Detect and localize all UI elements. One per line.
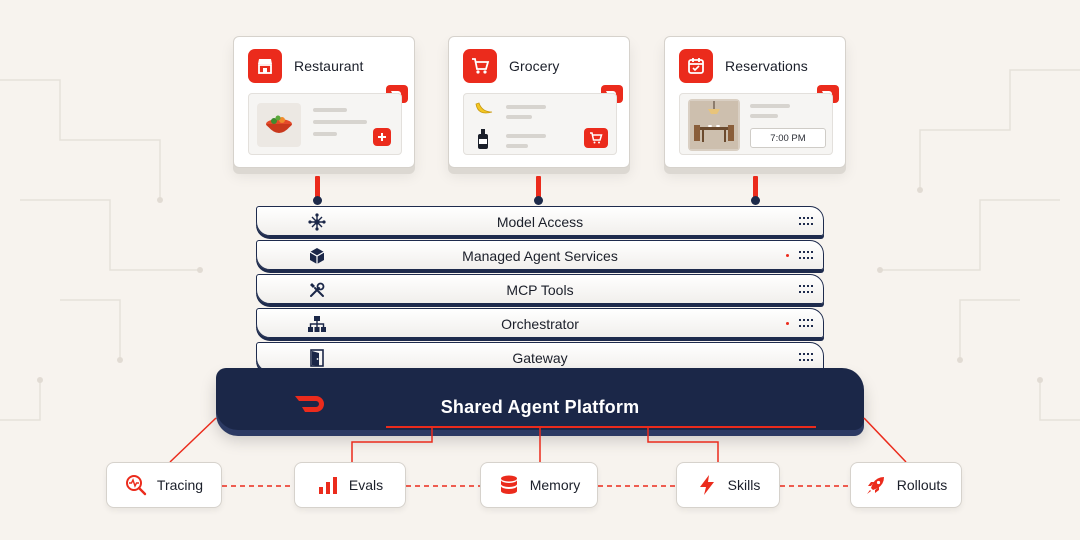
layer-mcp-tools[interactable]: MCP Tools: [256, 274, 824, 304]
vent-icon: [799, 217, 813, 225]
connector-grocery: [536, 176, 541, 198]
tools-icon: [307, 280, 327, 300]
service-rollouts[interactable]: Rollouts: [850, 462, 962, 508]
layer-label: Model Access: [496, 214, 584, 230]
app-title: Grocery: [509, 58, 560, 74]
service-tracing[interactable]: Tracing: [106, 462, 222, 508]
magnifier-pulse-icon: [125, 474, 147, 496]
connector-restaurant: [315, 176, 320, 198]
bottle-icon: [476, 128, 490, 155]
service-label: Tracing: [156, 477, 204, 493]
service-label: Rollouts: [896, 477, 948, 493]
reservation-time: 7:00 PM: [750, 128, 826, 148]
shopping-cart-icon: [463, 49, 497, 83]
layer-managed-agent-services[interactable]: Managed Agent Services: [256, 240, 824, 270]
layer-label: Gateway: [512, 350, 568, 366]
add-to-cart-button[interactable]: [373, 128, 391, 146]
dining-table-icon: [688, 99, 740, 151]
layer-gateway[interactable]: Gateway: [256, 342, 824, 372]
layer-label: Managed Agent Services: [462, 248, 618, 264]
database-icon: [498, 474, 520, 496]
food-bowl-icon: [257, 103, 301, 147]
service-skills[interactable]: Skills: [676, 462, 780, 508]
vent-icon: [799, 353, 813, 361]
layer-label: Orchestrator: [501, 316, 579, 332]
app-card-restaurant[interactable]: Restaurant: [233, 36, 415, 168]
cart-icon: [590, 132, 603, 144]
service-label: Skills: [727, 477, 761, 493]
service-memory[interactable]: Memory: [480, 462, 598, 508]
doordash-logo: [295, 396, 324, 412]
network-icon: [307, 212, 327, 232]
app-card-grocery[interactable]: Grocery: [448, 36, 630, 168]
layer-model-access[interactable]: Model Access: [256, 206, 824, 236]
lightning-icon: [696, 474, 718, 496]
platform-label: Shared Agent Platform: [440, 397, 640, 417]
status-led: [786, 322, 789, 325]
vent-icon: [799, 285, 813, 293]
service-label: Evals: [348, 477, 384, 493]
rocket-icon: [865, 474, 887, 496]
service-evals[interactable]: Evals: [294, 462, 406, 508]
service-label: Memory: [529, 477, 581, 493]
app-card-reservations[interactable]: Reservations 7:00 PM: [664, 36, 846, 168]
layer-orchestrator[interactable]: Orchestrator: [256, 308, 824, 338]
cart-button[interactable]: [584, 128, 608, 148]
app-title: Reservations: [725, 58, 808, 74]
app-title: Restaurant: [294, 58, 364, 74]
connector-reservations: [753, 176, 758, 198]
banana-icon: [474, 100, 494, 123]
cube-icon: [307, 246, 327, 266]
restaurant-preview: [248, 93, 402, 155]
storefront-icon: [248, 49, 282, 83]
vent-icon: [799, 319, 813, 327]
hierarchy-icon: [307, 314, 327, 334]
calendar-icon: [679, 49, 713, 83]
status-led: [786, 254, 789, 257]
layer-label: MCP Tools: [506, 282, 574, 298]
bar-chart-icon: [317, 474, 339, 496]
door-icon: [307, 348, 327, 368]
plus-icon: [378, 133, 386, 141]
grocery-preview: [463, 93, 617, 155]
vent-icon: [799, 251, 813, 259]
shared-agent-platform[interactable]: Shared Agent Platform: [216, 368, 864, 442]
reservation-preview: 7:00 PM: [679, 93, 833, 155]
